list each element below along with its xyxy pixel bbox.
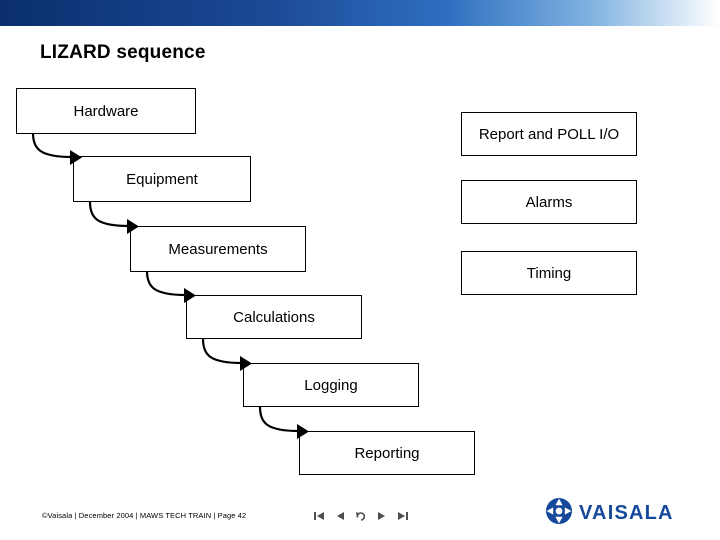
arrow-hardware-to-equipment <box>31 132 82 165</box>
flow-box-label: Alarms <box>525 193 573 211</box>
nav-first-icon[interactable] <box>313 509 325 523</box>
flow-box-hardware[interactable]: Hardware <box>16 88 196 134</box>
flow-box-label: Calculations <box>233 308 315 326</box>
nav-next-icon[interactable] <box>376 509 388 523</box>
flow-box-label: Timing <box>526 264 572 282</box>
flow-box-label: Hardware <box>73 102 139 120</box>
vaisala-logo-mark <box>545 497 573 530</box>
flow-box-label: Reporting <box>354 444 420 462</box>
arrow-equipment-to-measurements <box>88 201 139 234</box>
arrow-measurements-to-calculations <box>145 270 196 303</box>
flow-box-alarms[interactable]: Alarms <box>461 180 637 224</box>
header-gradient-bar <box>0 0 720 26</box>
flow-box-logging[interactable]: Logging <box>243 363 419 407</box>
flow-box-report-and-poll-io[interactable]: Report and POLL I/O <box>461 112 637 156</box>
nav-last-icon[interactable] <box>397 509 409 523</box>
footer-credit: ©Vaisala | December 2004 | MAWS TECH TRA… <box>42 511 247 520</box>
arrow-logging-to-reporting <box>258 406 309 439</box>
nav-prev-icon[interactable] <box>334 509 346 523</box>
vaisala-logo: VAISALA <box>545 497 680 530</box>
navigation-controls <box>313 509 409 525</box>
flow-box-label: Report and POLL I/O <box>478 125 620 143</box>
flow-box-calculations[interactable]: Calculations <box>186 295 362 339</box>
nav-refresh-icon[interactable] <box>355 509 367 523</box>
flow-box-equipment[interactable]: Equipment <box>73 156 251 202</box>
vaisala-logo-text: VAISALA <box>579 501 674 524</box>
flow-box-reporting[interactable]: Reporting <box>299 431 475 475</box>
flow-box-label: Equipment <box>126 170 198 188</box>
arrow-calculations-to-logging <box>201 338 252 371</box>
flow-box-measurements[interactable]: Measurements <box>130 226 306 272</box>
flow-box-label: Logging <box>304 376 358 394</box>
flow-box-label: Measurements <box>168 240 268 258</box>
page-title: LIZARD sequence <box>40 42 206 63</box>
flow-box-timing[interactable]: Timing <box>461 251 637 295</box>
